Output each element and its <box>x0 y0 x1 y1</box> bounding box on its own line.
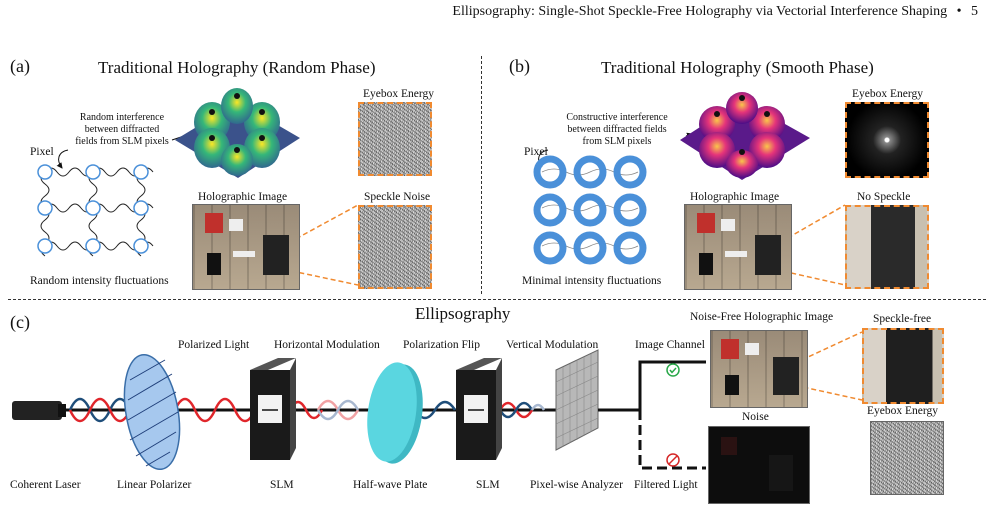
panel-b-graphics <box>533 92 846 286</box>
horizontal-divider <box>8 299 986 300</box>
header-separator: • <box>956 4 962 19</box>
panel-b-holo-label: Holographic Image <box>690 191 780 203</box>
interference-surface-b <box>680 92 810 180</box>
label-eyebox-energy-c: Eyebox Energy <box>867 405 939 417</box>
panel-a-annotation: Random interference between diffracted f… <box>62 112 182 148</box>
label-noise: Noise <box>742 411 769 423</box>
panel-c-label: (c) <box>10 312 30 332</box>
label-coherent-laser: Coherent Laser <box>10 479 81 491</box>
noise-image <box>708 426 810 504</box>
panel-a-speckle-label: Speckle Noise <box>364 191 431 203</box>
slm-horizontal <box>250 358 296 460</box>
label-filtered-light: Filtered Light <box>634 479 698 491</box>
annotation-line: fields from SLM pixels <box>75 136 169 147</box>
label-image-channel: Image Channel <box>635 339 705 351</box>
pixel-rings <box>533 155 647 265</box>
panel-a-graphics <box>37 88 359 286</box>
annotation-line: between diffracted fields <box>567 124 667 135</box>
label-pixel-wise-analyzer: Pixel-wise Analyzer <box>530 479 623 491</box>
header-title: Ellipsography: Single-Shot Speckle-Free … <box>452 4 948 19</box>
annotation-line: Random interference <box>79 112 165 123</box>
vertical-divider <box>481 56 482 294</box>
pixel-circles <box>37 164 149 254</box>
label-horizontal-modulation: Horizontal Modulation <box>274 339 380 351</box>
label-slm-1: SLM <box>270 479 294 491</box>
eyebox-random-noise <box>358 102 432 176</box>
page-number: 5 <box>971 4 978 19</box>
annotation-line: between diffracted <box>84 124 160 135</box>
annotation-line: from SLM pixels <box>582 136 652 147</box>
eyebox-concentrated <box>845 102 929 178</box>
holographic-image-b <box>684 204 792 290</box>
label-polarized-light: Polarized Light <box>178 339 250 351</box>
optical-setup <box>12 331 863 471</box>
label-polarization-flip: Polarization Flip <box>403 339 480 351</box>
label-speckle-free: Speckle-free <box>873 313 932 325</box>
panel-a-holo-label: Holographic Image <box>198 191 288 203</box>
panel-c-title: Ellipsography <box>415 304 511 323</box>
interference-surface-a <box>175 88 300 178</box>
holographic-image-a <box>192 204 300 290</box>
panel-a-eyebox-label: Eyebox Energy <box>363 88 435 100</box>
noise-free-holographic-image <box>710 330 808 408</box>
label-slm-2: SLM <box>476 479 500 491</box>
pixel-wise-analyzer <box>555 349 599 451</box>
panel-a-caption: Random intensity fluctuations <box>30 275 169 287</box>
annotation-line: Constructive interference <box>566 112 668 123</box>
panel-a-label: (a) <box>10 56 30 76</box>
running-header: Ellipsography: Single-Shot Speckle-Free … <box>452 4 978 20</box>
panel-b-eyebox-label: Eyebox Energy <box>852 88 924 100</box>
slm-vertical <box>456 358 502 460</box>
polarization-waves <box>68 397 546 423</box>
label-half-wave-plate: Half-wave Plate <box>353 479 428 491</box>
panel-b-caption: Minimal intensity fluctuations <box>522 275 662 287</box>
label-noise-free-image: Noise-Free Holographic Image <box>690 311 834 323</box>
image-channel-path <box>598 360 706 412</box>
speckle-free-zoom <box>862 328 944 404</box>
panel-b-speckle-label: No Speckle <box>857 191 911 203</box>
no-speckle-zoom <box>845 205 929 289</box>
speckle-noise-zoom <box>358 205 432 289</box>
pixel-arrow <box>56 149 69 169</box>
eyebox-energy-c <box>870 421 944 495</box>
label-vertical-modulation: Vertical Modulation <box>506 339 599 351</box>
panel-b-label: (b) <box>509 56 530 76</box>
check-icon <box>666 363 680 377</box>
coherent-laser <box>12 401 62 420</box>
filtered-light-path <box>638 410 706 470</box>
half-wave-plate <box>367 362 423 464</box>
linear-polarizer <box>123 353 181 471</box>
panel-b-pixel-label: Pixel <box>524 146 548 158</box>
panel-b-title: Traditional Holography (Smooth Phase) <box>601 58 874 77</box>
label-linear-polarizer: Linear Polarizer <box>117 479 192 491</box>
panel-a-title: Traditional Holography (Random Phase) <box>98 58 376 77</box>
panel-a-pixel-label: Pixel <box>30 146 54 158</box>
panel-b-annotation: Constructive interference between diffra… <box>552 112 682 148</box>
